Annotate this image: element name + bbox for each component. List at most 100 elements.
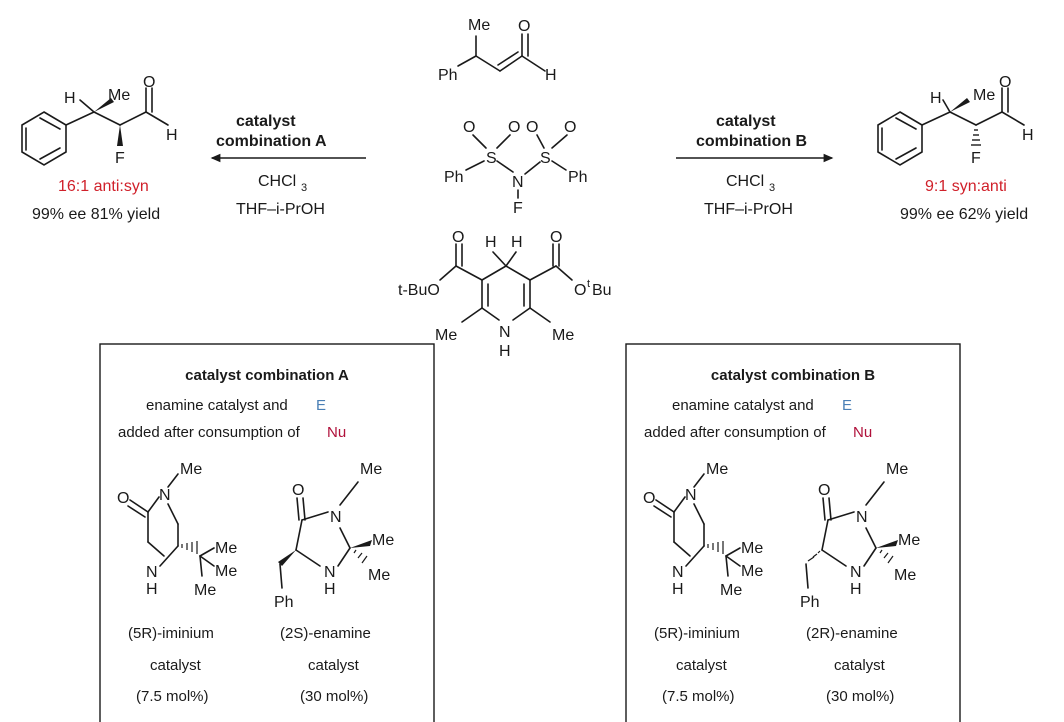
h-label: H <box>146 581 158 598</box>
ph-label: Ph <box>800 594 820 611</box>
box-b-nucleophile: Nu <box>853 424 872 441</box>
me-label: Me <box>215 563 237 580</box>
n-label: N <box>499 324 511 341</box>
left-ratio: 16:1 anti:syn <box>58 178 149 195</box>
h-label: H <box>850 581 862 598</box>
o-label: O <box>117 490 129 507</box>
h-label: H <box>485 234 497 251</box>
left-solvent-1: CHCl <box>258 173 296 190</box>
n-label: N <box>512 174 524 191</box>
h-label: H <box>545 67 557 84</box>
me-label: Me <box>720 582 742 599</box>
box-b-cat2-word: catalyst <box>834 657 886 674</box>
box-b-cat1-loading: (7.5 mol%) <box>662 688 735 705</box>
right-arrow-label-2: combination B <box>696 133 807 150</box>
box-a-line2: added after consumption of <box>118 424 301 441</box>
o-label: O <box>518 18 530 35</box>
box-a-cat2-loading: (30 mol%) <box>300 688 368 705</box>
box-b-line1: enamine catalyst and <box>672 397 814 414</box>
me-label: Me <box>706 461 728 478</box>
ph-label: Ph <box>568 169 588 186</box>
me-label: Me <box>108 87 130 104</box>
o-label: O <box>526 119 538 136</box>
enamine-catalyst-b-structure: O N Me Me Me N H <box>800 461 920 611</box>
box-b-electrophile: E <box>842 397 852 414</box>
enal-reagent: Me Ph O H <box>438 17 557 84</box>
n-label: N <box>146 564 158 581</box>
box-b-cat1-word: catalyst <box>676 657 728 674</box>
n-label: N <box>685 487 697 504</box>
s-label: S <box>486 150 497 167</box>
f-label: F <box>115 150 125 167</box>
box-b-cat2-name: (2R)-enamine <box>806 625 898 642</box>
o-label: O <box>564 119 576 136</box>
box-a-cat2-word: catalyst <box>308 657 360 674</box>
subscript-3: 3 <box>301 182 307 194</box>
right-product-structure: H Me F O H <box>877 74 1034 167</box>
box-a-title: catalyst combination A <box>185 367 349 384</box>
me-label: Me <box>741 563 763 580</box>
me-label: Me <box>552 327 574 344</box>
box-a-cat1-loading: (7.5 mol%) <box>136 688 209 705</box>
me-label: Me <box>372 532 394 549</box>
o-label: O <box>143 74 155 91</box>
tbu-superscript: t <box>587 278 590 290</box>
right-solvent-1: CHCl <box>726 173 764 190</box>
me-label: Me <box>180 461 202 478</box>
iminium-catalyst-a-structure: O N Me N H Me Me Me <box>117 461 237 599</box>
me-label: Me <box>898 532 920 549</box>
box-b-line2: added after consumption of <box>644 424 827 441</box>
me-label: Me <box>215 540 237 557</box>
h-label: H <box>511 234 523 251</box>
left-result: 99% ee 81% yield <box>32 206 160 223</box>
otbu-label: O <box>574 282 586 299</box>
s-label: S <box>540 150 551 167</box>
me-label: Me <box>894 567 916 584</box>
n-label: N <box>850 564 862 581</box>
box-a-cat1-word: catalyst <box>150 657 202 674</box>
me-label: Me <box>886 461 908 478</box>
subscript-3: 3 <box>769 182 775 194</box>
right-solvent-2: THF–i-PrOH <box>704 201 793 218</box>
me-label: Me <box>194 582 216 599</box>
box-b-cat2-loading: (30 mol%) <box>826 688 894 705</box>
h-label: H <box>64 90 76 107</box>
ph-label: Ph <box>274 594 294 611</box>
me-label: Me <box>741 540 763 557</box>
ph-label: Ph <box>438 67 458 84</box>
o-label: O <box>550 229 562 246</box>
ph-label: Ph <box>444 169 464 186</box>
f-label: F <box>971 150 981 167</box>
left-product-structure: H Me F O H <box>21 74 178 167</box>
h-label: H <box>166 127 178 144</box>
h-label: H <box>499 343 511 360</box>
box-a-line1: enamine catalyst and <box>146 397 288 414</box>
box-b-cat1-name: (5R)-iminium <box>654 625 740 642</box>
left-solvent-2: THF–i-PrOH <box>236 201 325 218</box>
box-a-nucleophile: Nu <box>327 424 346 441</box>
right-arrow-label-1: catalyst <box>716 113 776 130</box>
bu-label: Bu <box>592 282 612 299</box>
left-arrow-label-1: catalyst <box>236 113 296 130</box>
n-label: N <box>159 487 171 504</box>
enamine-catalyst-a-structure: O N Me Me Me N H Ph <box>274 461 394 611</box>
h-label: H <box>930 90 942 107</box>
h-label: H <box>1022 127 1034 144</box>
n-label: N <box>330 509 342 526</box>
hantzsch-ester-reagent: H H N H Me Me O t-BuO O O t Bu <box>398 229 612 360</box>
catalyst-box-b: catalyst combination B enamine catalyst … <box>625 343 961 722</box>
me-label: Me <box>360 461 382 478</box>
h-label: H <box>324 581 336 598</box>
box-a-cat2-name: (2S)-enamine <box>280 625 371 642</box>
o-label: O <box>508 119 520 136</box>
box-b-title: catalyst combination B <box>711 367 875 384</box>
o-label: O <box>999 74 1011 91</box>
o-label: O <box>292 482 304 499</box>
iminium-catalyst-b-structure: O N Me N H Me Me Me <box>643 461 763 599</box>
nfsi-reagent: O O S Ph N F S O O Ph <box>444 119 588 217</box>
f-label: F <box>513 200 523 217</box>
me-label: Me <box>368 567 390 584</box>
o-label: O <box>643 490 655 507</box>
me-label: Me <box>435 327 457 344</box>
